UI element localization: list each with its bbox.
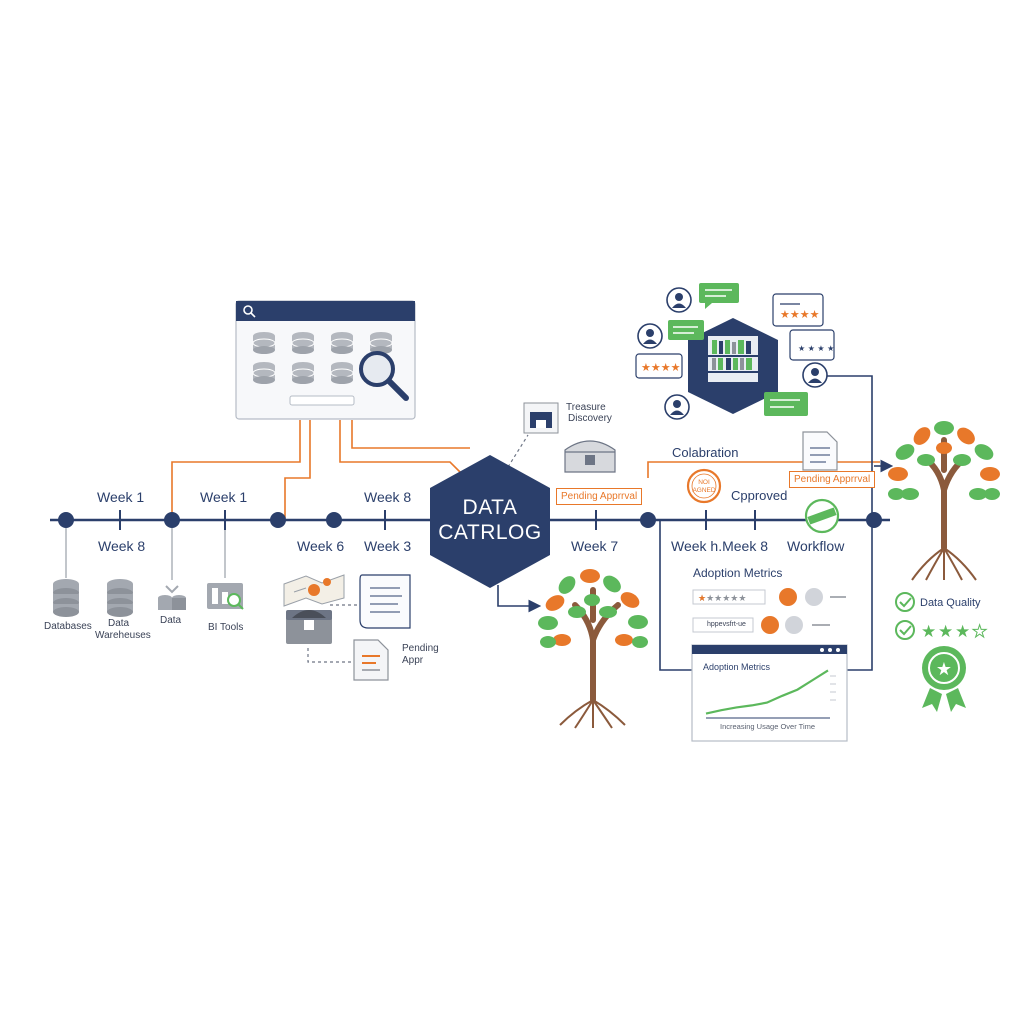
user-avatar-icon bbox=[802, 362, 828, 388]
timeline-node bbox=[58, 512, 74, 528]
pending-approval-tag: Pending Apprrval bbox=[556, 488, 643, 505]
timeline-node bbox=[164, 512, 180, 528]
search-window bbox=[235, 300, 416, 420]
data-label: Data bbox=[160, 615, 182, 626]
databases-label: Databases bbox=[44, 621, 92, 632]
tree-center-icon bbox=[538, 569, 648, 729]
bi-tools-label: BI Tools bbox=[208, 622, 244, 633]
warehouses-label-line2: Wareheuses bbox=[95, 630, 151, 641]
map-icon bbox=[283, 574, 345, 607]
databases-icon bbox=[53, 579, 79, 617]
pending-doc-label-line1: Pending bbox=[402, 643, 439, 654]
approval-document-icon bbox=[802, 431, 838, 471]
approved-label: Cpproved bbox=[731, 488, 788, 503]
rating-bubble-icon: ★ ★ ★ ★ bbox=[789, 329, 835, 361]
week-label: Week 7 bbox=[571, 538, 619, 554]
user-avatar-icon bbox=[666, 287, 692, 313]
bi-tools-icon bbox=[207, 583, 244, 610]
timeline-node bbox=[270, 512, 286, 528]
discovery-label-line1: Treasure bbox=[566, 402, 606, 413]
adoption-panel-caption: Increasing Usage Over Time bbox=[720, 722, 816, 731]
adoption-trend-line bbox=[705, 669, 829, 715]
check-icon bbox=[895, 592, 915, 612]
adoption-metrics-label: Adoption Metrics bbox=[693, 566, 783, 580]
quality-star: ★ bbox=[972, 622, 987, 642]
chat-bubble-icon bbox=[668, 320, 704, 340]
quality-star: ★ bbox=[955, 622, 970, 642]
metrics-row bbox=[692, 616, 830, 634]
tree-right-icon bbox=[888, 421, 1000, 581]
discovery-label-line2: Discovery bbox=[568, 413, 612, 424]
svg-text:★★★★: ★★★★ bbox=[780, 308, 820, 321]
magnifier-icon bbox=[359, 351, 409, 401]
quality-star: ★ bbox=[921, 622, 936, 642]
data-catalog-title-line2: CATRLOG bbox=[438, 521, 542, 544]
adoption-panel bbox=[691, 644, 848, 742]
week-label: Week 6 bbox=[297, 538, 345, 554]
chat-bubble-icon bbox=[764, 392, 808, 416]
check-icon bbox=[895, 620, 915, 640]
timeline-node bbox=[326, 512, 342, 528]
user-avatar-icon bbox=[637, 323, 663, 349]
pending-doc-label-line2: Appr bbox=[402, 655, 424, 666]
week-label: Week 8 bbox=[98, 538, 146, 554]
bookshelf-icon bbox=[708, 336, 758, 382]
svg-text:★: ★ bbox=[698, 594, 706, 604]
week-label: Week 1 bbox=[200, 489, 248, 505]
svg-text:★: ★ bbox=[936, 659, 952, 680]
pending-approval-tag: Pending Apprrval bbox=[789, 471, 876, 488]
data-quality-label: Data Quality bbox=[920, 597, 981, 609]
svg-text:★★★★★★: ★★★★★★ bbox=[698, 594, 746, 604]
week-label: Week 8 bbox=[364, 489, 412, 505]
chat-bubble-icon bbox=[699, 283, 739, 309]
timeline-node bbox=[640, 512, 656, 528]
collaboration-label: Colabration bbox=[672, 445, 739, 460]
metrics-row-text: hppevsfrt-ue bbox=[707, 621, 746, 628]
scroll-document-icon bbox=[359, 574, 411, 629]
rating-bubble-icon: ★★★★ bbox=[772, 293, 824, 327]
svg-text:AGNED: AGNED bbox=[692, 487, 715, 494]
quality-stars: ★★★★ bbox=[921, 622, 988, 643]
user-avatar-icon bbox=[664, 394, 690, 420]
week-label: Week 3 bbox=[364, 538, 412, 554]
search-icon bbox=[243, 305, 256, 318]
treasure-box-icon bbox=[286, 610, 332, 644]
data-warehouses-icon bbox=[107, 579, 133, 617]
svg-text:★ ★ ★ ★: ★ ★ ★ ★ bbox=[798, 344, 834, 353]
svg-text:NOI: NOI bbox=[698, 479, 710, 486]
week-label: Week 1 bbox=[97, 489, 145, 505]
quality-badge-icon: ★ bbox=[922, 646, 966, 712]
pending-document-icon bbox=[353, 639, 389, 681]
data-icon bbox=[158, 585, 186, 610]
workflow-label: Workflow bbox=[787, 538, 845, 554]
data-catalog-hexagon bbox=[430, 455, 550, 588]
rating-bubble-icon: ★★★★ bbox=[635, 353, 683, 379]
svg-text:★★★★: ★★★★ bbox=[641, 361, 681, 374]
approved-stamp-icon bbox=[804, 498, 840, 534]
discovery-icon bbox=[523, 402, 559, 434]
timeline-node bbox=[866, 512, 882, 528]
dashed-connectors bbox=[307, 434, 529, 663]
not-aligned-stamp-icon: NOI AGNED bbox=[686, 468, 722, 504]
quality-star: ★ bbox=[938, 622, 953, 642]
treasure-chest-icon bbox=[564, 440, 616, 473]
data-catalog-title-line1: DATA bbox=[462, 496, 518, 519]
metrics-row: ★★★★★★ ★ bbox=[692, 588, 846, 606]
warehouses-label-line1: Data bbox=[108, 618, 130, 629]
adoption-panel-title: Adoption Metrics bbox=[703, 662, 771, 672]
week-label: Week h.Meek 8 bbox=[671, 538, 769, 554]
